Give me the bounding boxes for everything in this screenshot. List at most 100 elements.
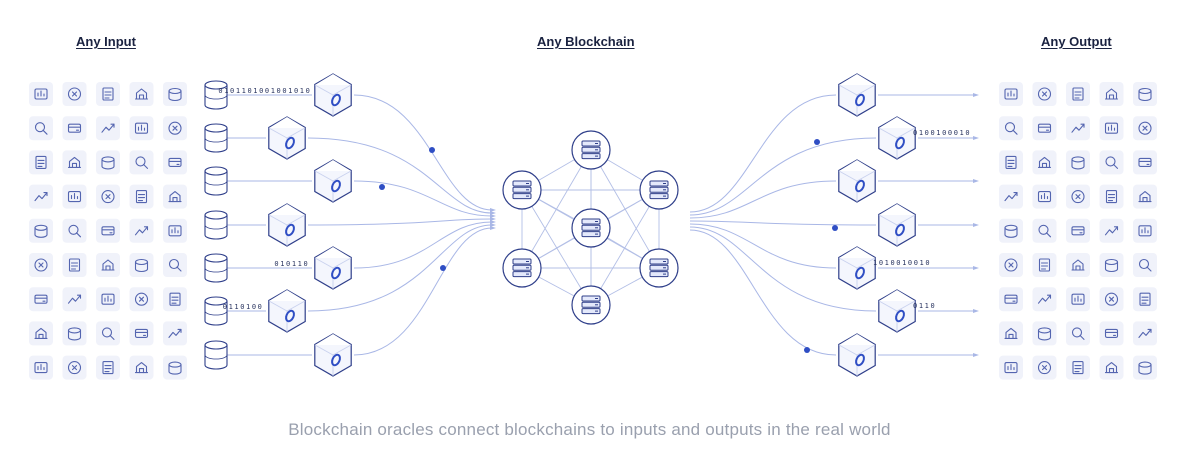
data-source-cylinder [204,166,228,196]
bank-dome-icon [1032,287,1057,312]
tower-icon [1133,321,1157,346]
input-oracle-node [314,333,352,377]
output-icon-grid [999,82,1157,380]
brain-icon [29,355,53,380]
blockchain-node [639,248,679,288]
laptop-chart-icon [29,253,53,277]
terminal-bolt-icon [1133,287,1157,312]
bank-hand-icon [1099,82,1124,106]
input-oracle-node [268,203,306,247]
output-link [689,137,877,216]
server-check-icon [1032,116,1057,141]
shipping-icon [62,218,87,243]
binary-data-label: 0110100 [223,303,264,311]
any-blockchain-heading: Any Blockchain [537,34,635,49]
sun-icon [96,253,120,277]
arrow-head [973,223,979,227]
monitor-check-icon [999,287,1023,312]
data-source-cylinder [204,123,228,153]
rain-cloud-icon [163,150,187,175]
blockchain-node [639,170,679,210]
input-oracle-node [314,73,352,117]
monitor-chart-icon [1066,184,1090,209]
ledger-icon [129,218,154,243]
soccer-ball-icon [96,287,120,312]
heart-monitor-icon [96,355,120,380]
database-refresh-icon [129,287,154,312]
database-swap-icon [1133,355,1157,380]
people-money-icon [62,253,87,277]
data-packet-dot [440,265,446,271]
world-bank-icon [999,116,1023,141]
blockchain-node [502,170,542,210]
x-shape-icon [62,287,87,312]
hdd-icon [1066,355,1090,380]
compass-icon [163,82,187,106]
input-oracle-node [268,289,306,333]
binary-data-label: 0110 [913,302,936,310]
output-link [689,180,837,219]
coin-dollar-icon [62,82,87,106]
any-input-heading: Any Input [76,34,136,49]
chart-growth-icon [129,82,154,106]
blockchain-node [571,285,611,325]
server-lock-icon [999,355,1023,380]
buildings-icon [1133,253,1157,277]
data-packet-dot [832,225,838,231]
people-network-icon [1032,253,1057,277]
gavel-icon [96,116,120,141]
output-oracle-node [838,73,876,117]
hand-money-icon [62,321,87,346]
oracle-nodes: 0101101001001010010110011010001001000101… [218,73,970,377]
document-pen-icon [1099,321,1124,346]
pills-icon [96,150,120,175]
arrow-head [973,309,979,313]
phone-wave-icon [29,287,53,312]
stethoscope-icon [163,253,187,277]
data-source-cylinder [204,253,228,283]
cardano-icon [1099,253,1124,277]
data-source-cylinder [204,296,228,326]
binary-data-label: 010110 [274,260,309,268]
blockchain-node [502,248,542,288]
arrow-head [490,223,496,227]
output-oracle-node [838,159,876,203]
server-stack-icon [1032,82,1057,106]
oracle-link [307,218,493,226]
lock-cloud-icon [999,184,1023,209]
pound-icon [1099,287,1124,312]
blockchain-node [571,208,611,248]
data-packet-dot [804,347,810,353]
football-icon [129,253,154,277]
bus-icon [29,184,53,209]
output-link [689,94,837,213]
oil-rig-icon [129,321,154,346]
oracle-link [353,221,493,269]
output-link [689,223,837,269]
globe-settings-icon [1032,355,1057,380]
oracle-link [307,224,493,312]
data-packet-dot [379,184,385,190]
atm-icon [29,218,53,243]
tether-icon [1066,218,1090,243]
ship-icon [163,321,187,346]
waves-icon [163,287,187,312]
data-source-cylinder [204,340,228,370]
mountain-person-icon [163,116,187,141]
people-icon [129,150,154,175]
data-source-cylinder [204,210,228,240]
arrow-head [490,214,496,218]
dollar-icon [1066,82,1090,106]
output-oracle-node [878,116,916,160]
factory-icon [29,321,53,346]
blockchain-mesh [502,130,679,325]
oracle-network-diagram: 0101101001001010010110011010001001000101… [29,73,1157,380]
output-link [689,229,837,356]
cart-icon [129,184,154,209]
binary-data-label: 1010010010 [873,259,931,267]
input-oracle-node [314,159,352,203]
checklist-icon [1066,150,1090,175]
gears-icon [1066,253,1090,277]
output-oracle-node [878,203,916,247]
data-packet-dot [814,139,820,145]
